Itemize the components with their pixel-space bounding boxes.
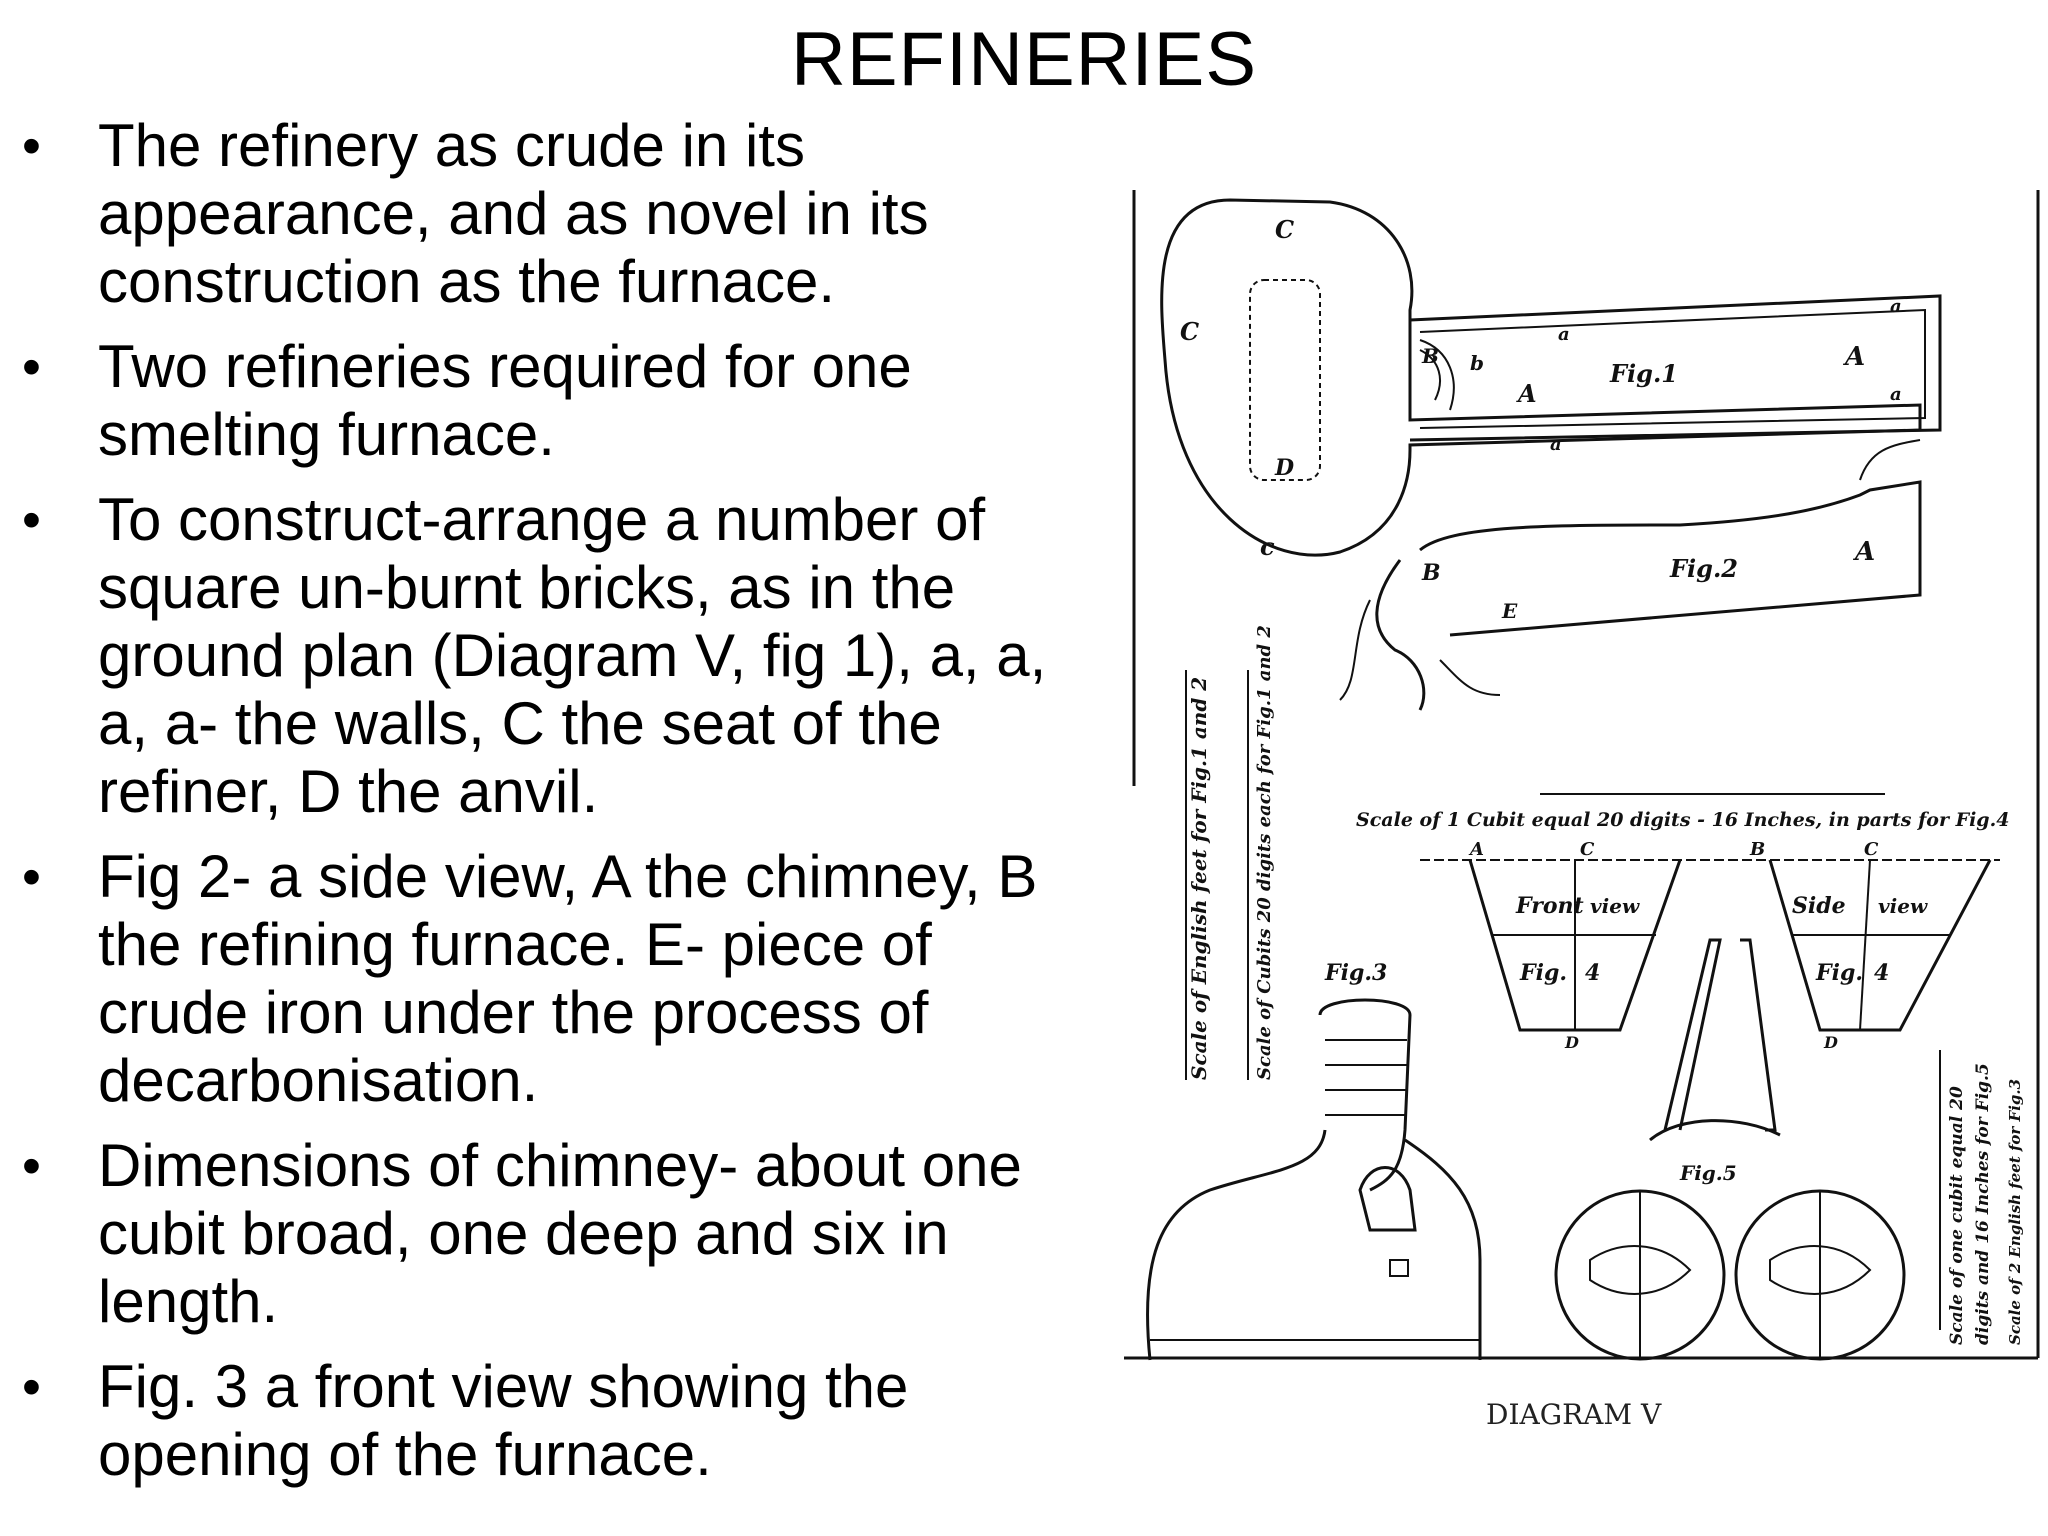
- fig4-label-C-side: C: [1864, 839, 1879, 860]
- fig4-label-A: A: [1468, 839, 1484, 860]
- fig2-label-B: B: [1421, 560, 1441, 586]
- fig4-label-C-front: C: [1580, 839, 1595, 860]
- fig4-side-view-label: view: [1878, 894, 1928, 918]
- fig1-label-A-left: A: [1516, 379, 1537, 408]
- bullet-text: Fig 2- a side view, A the chimney, B the…: [98, 843, 1038, 1114]
- fig1-anvil-area: [1249, 279, 1321, 481]
- fig1-label-C-left: C: [1180, 317, 1199, 346]
- fig1-seat-outline: [1160, 198, 1922, 557]
- fig4-front-fig: Fig.: [1519, 960, 1567, 986]
- fig5-nozzles: [1663, 938, 1777, 1132]
- fig1-label-a-bottom: a: [1550, 434, 1562, 455]
- fig5-arc: [1649, 1119, 1781, 1142]
- bullet-dot: •: [22, 116, 41, 176]
- slide-title: REFINERIES: [790, 17, 1258, 102]
- fig4-front-label-D: D: [1564, 1033, 1579, 1052]
- fig1-label-A-right: A: [1842, 342, 1865, 372]
- bullet-dot: •: [22, 490, 41, 550]
- fig4-side-fig: Fig.: [1815, 960, 1863, 986]
- diagram-caption: DIAGRAM V: [1486, 1398, 1662, 1431]
- bullet-dot: •: [22, 1357, 41, 1417]
- scale-right-label-2: digits and 16 Inches for Fig.5: [1973, 1063, 1993, 1345]
- fig5-handles: [1639, 1190, 1821, 1360]
- fig4-views: A C B C Front view Side view Fig. 4 Fig.…: [1468, 839, 1992, 1052]
- fig5-left-inner: [1589, 1245, 1692, 1295]
- fig3-caption: Fig.3: [1324, 960, 1387, 986]
- bullet-item: • To construct-arrange a number of square…: [22, 486, 1082, 826]
- fig1-label-c-bottom: c: [1260, 532, 1275, 561]
- bullet-item: • Two refineries required for one smeltin…: [22, 333, 1082, 469]
- fig3-body-right: [1404, 1138, 1482, 1360]
- scale-left-cubits-label: Scale of Cubits 20 digits each for Fig.1…: [1254, 625, 1275, 1080]
- bullet-text: Two refineries required for one smelting…: [98, 333, 912, 468]
- bullet-item: • Dimensions of chimney- about one cubit …: [22, 1132, 1082, 1336]
- fig1-ground-plan: C C c D B b A A a a a a Fig.1: [1160, 198, 1942, 561]
- fig5-bellows: Fig.5: [1554, 938, 1906, 1361]
- fig3-opening: [1358, 1166, 1417, 1232]
- bullet-item: • The refinery as crude in its appearance…: [22, 112, 1082, 316]
- scale-right-label-1: Scale of one cubit equal 20: [1947, 1086, 1967, 1345]
- right-scales: Scale of one cubit equal 20 digits and 1…: [1939, 1050, 2024, 1345]
- fig1-label-a-top: a: [1558, 324, 1570, 345]
- fig1-fire-marks: [1419, 339, 1455, 411]
- fig4-front-num: 4: [1585, 960, 1600, 986]
- diagram-v-figure: C C c D B b A A a a a a Fig.1 B E A Fig.…: [1120, 180, 2048, 1520]
- fig4-side-label-D: D: [1823, 1033, 1838, 1052]
- fig1-caption: Fig.1: [1609, 359, 1678, 388]
- fig2-label-E: E: [1501, 599, 1518, 623]
- fig2-label-A: A: [1852, 537, 1875, 567]
- left-scales: Scale of English feet for Fig.1 and 2 Sc…: [1185, 625, 1275, 1080]
- scale-top-label: Scale of 1 Cubit equal 20 digits - 16 In…: [1356, 809, 2009, 831]
- fig2-chimney-outline: [1419, 480, 1922, 637]
- fig4-front-label: Front: [1515, 893, 1584, 919]
- bullet-text: Dimensions of chimney- about one cubit b…: [98, 1132, 1022, 1335]
- fig5-right-inner: [1769, 1245, 1872, 1295]
- fig1-label-D: D: [1274, 455, 1294, 481]
- scale-right-label-3: Scale of 2 English feet for Fig.3: [2006, 1079, 2024, 1345]
- bullet-text: Fig. 3 a front view showing the opening …: [98, 1353, 909, 1488]
- fig4-side-label: Side: [1792, 893, 1846, 919]
- fig2-top-flame: [1859, 439, 1921, 481]
- bullet-dot: •: [22, 847, 41, 907]
- fig1-inner-walls: [1419, 308, 1926, 429]
- fig1-label-a-right-top: a: [1890, 296, 1902, 317]
- fig4-label-B: B: [1749, 839, 1765, 860]
- fig4-front-trapezoid: [1468, 859, 1682, 1032]
- fig3-small-block: [1389, 1259, 1409, 1277]
- bullet-item: • Fig 2- a side view, A the chimney, B th…: [22, 843, 1082, 1115]
- fig1-label-a-right-bottom: a: [1890, 384, 1902, 405]
- fig3-stack-rings: [1325, 1039, 1407, 1116]
- fig4-side-center: [1859, 859, 1871, 1031]
- fig1-label-b: b: [1470, 351, 1484, 375]
- diagram-drawing: C C c D B b A A a a a a Fig.1 B E A Fig.…: [1124, 190, 2040, 1431]
- bullet-dot: •: [22, 1136, 41, 1196]
- fig4-side-trapezoid: [1768, 859, 1992, 1032]
- fig2-hands: [1339, 599, 1501, 701]
- fig3-body-left: [1146, 1129, 1327, 1361]
- fig4-front-view-label: view: [1590, 894, 1640, 918]
- fig2-side-view: B E A Fig.2: [1339, 439, 1922, 711]
- bullet-list: • The refinery as crude in its appearance…: [22, 112, 1082, 1506]
- fig4-side-num: 4: [1874, 960, 1889, 986]
- fig4-scale: Scale of 1 Cubit equal 20 digits - 16 In…: [1356, 793, 2009, 861]
- fig1-label-C-top: C: [1275, 215, 1294, 244]
- fig2-caption: Fig.2: [1669, 554, 1738, 583]
- fig1-outer-walls: [1409, 294, 1942, 442]
- fig3-furnace-front: Fig.3: [1146, 960, 1482, 1361]
- scale-left-feet-label: Scale of English feet for Fig.1 and 2: [1187, 677, 1211, 1080]
- fig3-chimney-stack: [1318, 998, 1412, 1192]
- bullet-item: • Fig. 3 a front view showing the opening…: [22, 1353, 1082, 1489]
- fig1-label-B: B: [1421, 344, 1439, 368]
- bullet-text: To construct-arrange a number of square …: [98, 486, 1047, 825]
- fig5-caption: Fig.5: [1679, 1161, 1737, 1185]
- bullet-text: The refinery as crude in its appearance,…: [98, 112, 929, 315]
- fig2-furnace-outline: [1375, 559, 1426, 711]
- bullet-dot: •: [22, 337, 41, 397]
